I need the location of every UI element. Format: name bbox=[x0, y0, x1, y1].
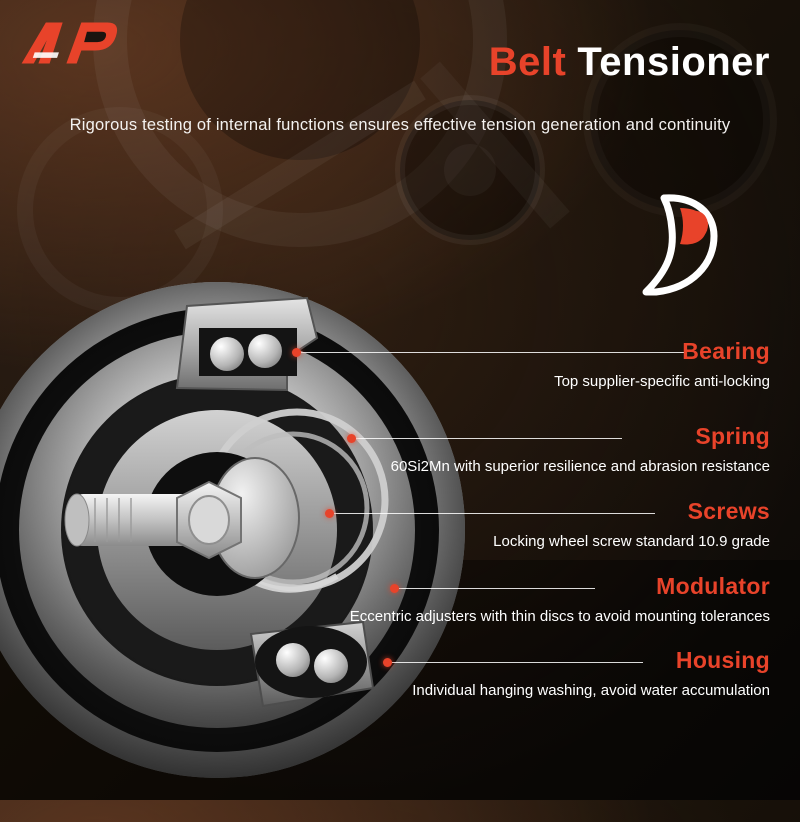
callout-description: Top supplier-specific anti-locking bbox=[554, 373, 770, 390]
subtitle: Rigorous testing of internal functions e… bbox=[69, 116, 731, 134]
brand-logo bbox=[21, 22, 118, 64]
callout-line-spring bbox=[352, 438, 622, 439]
callout-line-modulator bbox=[395, 588, 595, 589]
connector-dot-spring bbox=[347, 434, 356, 443]
bottom-bearing bbox=[249, 620, 375, 708]
connector-dot-screws bbox=[325, 509, 334, 518]
callout-line-screws bbox=[330, 513, 655, 514]
callout-line-bearing bbox=[297, 352, 687, 353]
callout-screws: Screws Locking wheel screw standard 10.9… bbox=[250, 498, 770, 550]
connector-dot-bearing bbox=[292, 348, 301, 357]
title-accent: Belt bbox=[488, 40, 567, 84]
callout-housing: Housing Individual hanging washing, avoi… bbox=[250, 647, 770, 699]
callout-description: Locking wheel screw standard 10.9 grade bbox=[493, 533, 770, 550]
callout-label: Screws bbox=[687, 498, 770, 524]
title-rest: Tensioner bbox=[577, 40, 770, 84]
callout-label: Modulator bbox=[656, 573, 770, 599]
callout-line-housing bbox=[388, 662, 643, 663]
top-bearing bbox=[175, 296, 319, 392]
connector-dot-housing bbox=[383, 658, 392, 667]
center-bolt bbox=[64, 480, 242, 560]
callout-label: Housing bbox=[675, 647, 770, 673]
callout-description: Eccentric adjusters with thin discs to a… bbox=[349, 608, 770, 625]
a-premium-p-glyph-icon bbox=[642, 194, 718, 296]
callout-spring: Spring 60Si2Mn with superior resilience … bbox=[250, 423, 770, 475]
callout-label: Spring bbox=[695, 423, 770, 449]
callout-bearing: Bearing Top supplier-specific anti-locki… bbox=[250, 338, 770, 390]
belt-tensioner-illustration bbox=[0, 282, 465, 778]
connector-dot-modulator bbox=[390, 584, 399, 593]
callout-description: Individual hanging washing, avoid water … bbox=[412, 682, 770, 699]
callout-modulator: Modulator Eccentric adjusters with thin … bbox=[250, 573, 770, 625]
callout-label: Bearing bbox=[682, 338, 770, 364]
callout-description: 60Si2Mn with superior resilience and abr… bbox=[390, 458, 770, 475]
